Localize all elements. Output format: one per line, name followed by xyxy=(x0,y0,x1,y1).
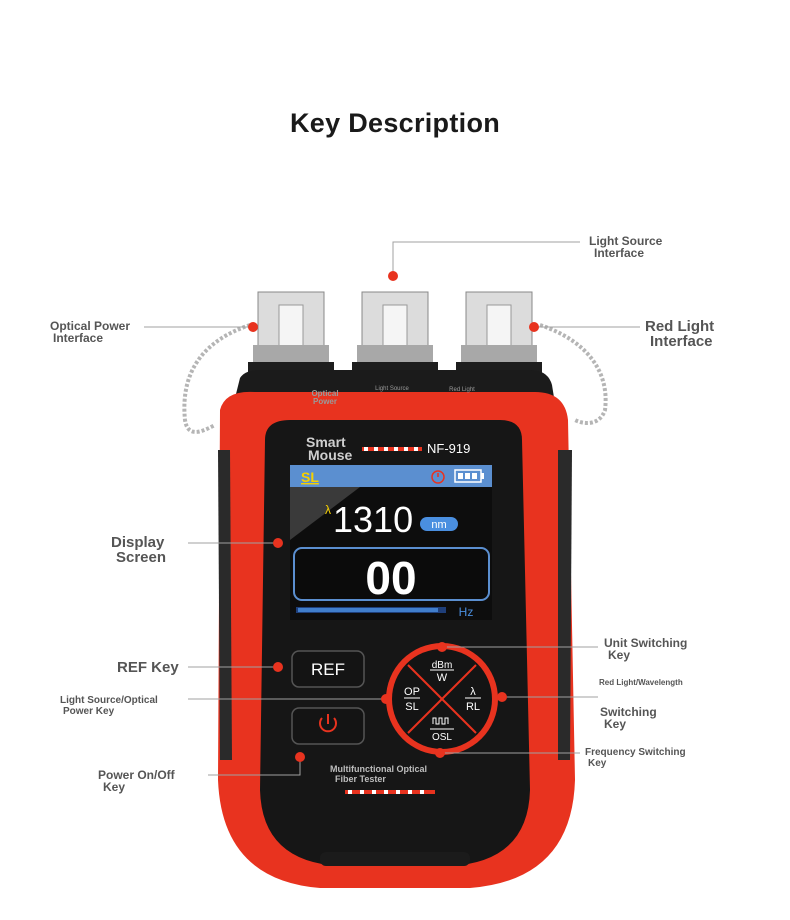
callout-light-source-interface: Light Source Interface xyxy=(589,234,663,260)
right-grip xyxy=(558,450,572,760)
main-value-box xyxy=(293,547,490,601)
port-label-light-source: Light Source xyxy=(375,386,409,392)
port-label-optical-2: Power xyxy=(313,397,337,406)
screen-wavelength: 1310 xyxy=(333,499,413,540)
callout-unit-switching-key: Unit Switching Key xyxy=(604,636,688,662)
brand-line2: Mouse xyxy=(308,447,353,463)
brand-line1: Smart xyxy=(306,434,346,450)
frequency-bar xyxy=(296,607,446,613)
screen-mode: SL xyxy=(301,469,319,485)
callout-display-screen: Display Screen xyxy=(111,534,167,566)
callout-markers xyxy=(248,271,539,762)
left-chain xyxy=(182,323,251,434)
footer-line2: Fiber Tester xyxy=(335,774,386,784)
screen-frequency-unit: Hz xyxy=(459,605,474,619)
optical-power-connector xyxy=(248,291,334,380)
key-osl: OSL xyxy=(432,732,452,743)
brand-stripes xyxy=(362,447,422,451)
power-key[interactable] xyxy=(291,707,365,745)
port-label-red-light: Red Light xyxy=(449,387,475,393)
key-lambda: λ xyxy=(470,686,476,698)
light-source-connector xyxy=(352,291,438,380)
screen-main-value: 00 xyxy=(365,552,416,604)
leader-lines xyxy=(144,241,640,776)
callout-ref-key: REF Key xyxy=(117,659,179,676)
screen-lambda: λ xyxy=(325,503,331,517)
bottom-foot xyxy=(320,852,470,866)
nm-badge xyxy=(420,517,458,531)
ref-key-label: REF xyxy=(311,660,345,679)
right-chain xyxy=(539,323,608,425)
callout-frequency-switching-key: Frequency Switching Key xyxy=(585,747,686,769)
key-unit-top: dBm xyxy=(432,660,453,671)
callout-red-light-wavelength: Red Light/Wavelength xyxy=(599,678,683,687)
ref-key[interactable] xyxy=(291,650,365,688)
callout-red-light-interface: Red Light Interface xyxy=(645,318,715,350)
callout-optical-power-interface: Optical Power Interface xyxy=(50,319,131,345)
screen-wavelength-unit: nm xyxy=(431,519,446,531)
key-rl: RL xyxy=(466,701,480,713)
key-sl: SL xyxy=(405,701,418,713)
key-op: OP xyxy=(404,686,420,698)
screen-gradient xyxy=(290,487,360,540)
port-label-optical-1: Optical xyxy=(311,389,338,398)
left-grip xyxy=(218,450,232,760)
frequency-wave-icon xyxy=(432,717,449,725)
battery-icon xyxy=(454,469,484,483)
alarm-icon xyxy=(431,470,445,484)
footer-stripes xyxy=(345,790,435,794)
red-light-connector xyxy=(456,291,542,380)
model-label: NF-919 xyxy=(427,441,470,456)
footer-line1: Multifunctional Optical xyxy=(330,764,427,774)
callout-light-source-optical-power-key: Light Source/Optical Power Key xyxy=(60,695,158,717)
power-icon xyxy=(319,714,337,733)
callout-power-key: Power On/Off Key xyxy=(98,768,175,794)
callout-switching-key: Switching Key xyxy=(600,705,657,731)
page-title: Key Description xyxy=(289,108,501,138)
key-unit-bottom: W xyxy=(437,672,448,684)
